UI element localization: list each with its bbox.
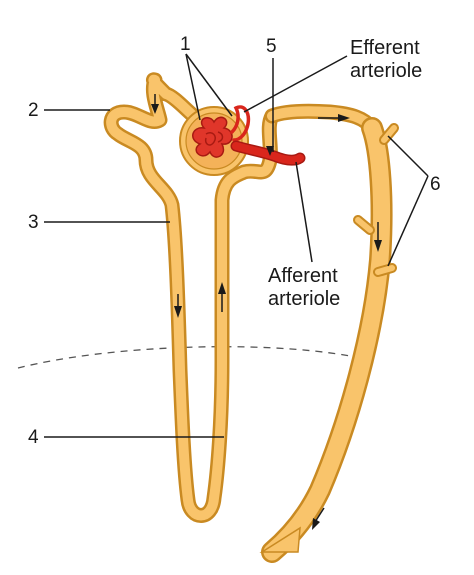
arrow-down-collecting [374, 240, 382, 252]
capillary-tuft [192, 116, 233, 158]
arrow-down-collecting-bottom [312, 518, 320, 530]
arrow-down-pct [151, 104, 159, 114]
label-5: 5 [266, 36, 277, 57]
collecting-duct-end [259, 526, 301, 553]
flow-arrows [151, 94, 382, 530]
glomerulus [179, 106, 249, 176]
arrow-right-connecting [338, 114, 350, 122]
arrow-down-dct [266, 146, 274, 156]
afferent-label-line2: arteriole [268, 288, 340, 310]
efferent-arteriole [230, 105, 251, 142]
arrow-up-ascending [218, 282, 226, 294]
label-2: 2 [28, 100, 39, 121]
label-4: 4 [28, 427, 39, 448]
nephron-tubule [103, 72, 399, 563]
label-1: 1 [180, 34, 191, 55]
afferent-label-line1: Afferent [268, 265, 338, 287]
leader-lines [44, 53, 429, 438]
efferent-label-line1: Efferent [350, 37, 420, 59]
cortex-medulla-boundary [17, 346, 351, 369]
efferent-label-line2: arteriole [350, 60, 422, 82]
arrow-down-descending [174, 306, 182, 318]
label-3: 3 [28, 212, 39, 233]
label-6: 6 [430, 174, 441, 195]
